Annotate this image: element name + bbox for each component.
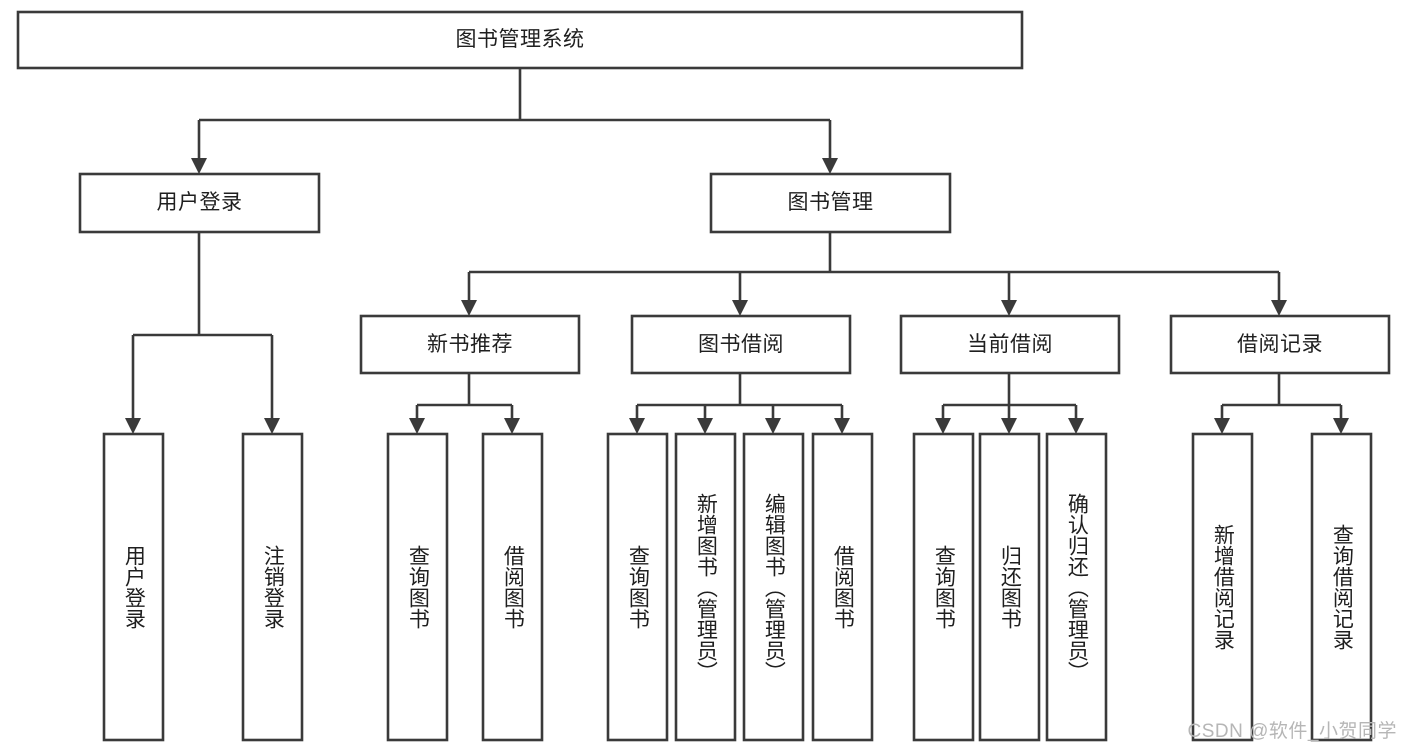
node-new-book-recommend[interactable] bbox=[359, 314, 581, 375]
node-leaf-user-login[interactable] bbox=[102, 432, 165, 742]
node-leaf-logout[interactable] bbox=[241, 432, 304, 742]
arrow-head-book-management bbox=[822, 158, 838, 174]
node-leaf-query-book-3[interactable] bbox=[912, 432, 975, 742]
arrow-head-book-borrow bbox=[732, 300, 748, 316]
node-leaf-edit-book[interactable] bbox=[742, 432, 805, 742]
node-leaf-add-book[interactable] bbox=[674, 432, 737, 742]
node-root-system[interactable] bbox=[16, 10, 1024, 70]
node-leaf-query-book-2[interactable] bbox=[606, 432, 669, 742]
node-leaf-query-book-1[interactable] bbox=[386, 432, 449, 742]
arrow-head-edit-book bbox=[765, 418, 781, 434]
node-leaf-borrow-book-2[interactable] bbox=[811, 432, 874, 742]
node-leaf-query-record[interactable] bbox=[1310, 432, 1373, 742]
arrow-head-leaf-user-login bbox=[125, 418, 141, 434]
node-leaf-confirm-return[interactable] bbox=[1045, 432, 1108, 742]
arrow-head-user-login bbox=[191, 158, 207, 174]
node-book-management[interactable] bbox=[709, 172, 952, 234]
arrow-head-confirm-return bbox=[1068, 418, 1084, 434]
node-leaf-borrow-book-1[interactable] bbox=[481, 432, 544, 742]
arrow-head-query-book-1 bbox=[409, 418, 425, 434]
arrow-head-return-book bbox=[1001, 418, 1017, 434]
arrow-head-leaf-logout bbox=[264, 418, 280, 434]
node-user-login[interactable] bbox=[78, 172, 321, 234]
arrow-head-new-book-recommend bbox=[461, 300, 477, 316]
node-book-borrow[interactable] bbox=[630, 314, 852, 375]
node-leaf-return-book[interactable] bbox=[978, 432, 1041, 742]
node-current-borrow[interactable] bbox=[899, 314, 1121, 375]
arrow-head-query-record bbox=[1333, 418, 1349, 434]
node-borrow-record[interactable] bbox=[1169, 314, 1391, 375]
arrow-head-current-borrow bbox=[1001, 300, 1017, 316]
node-leaf-add-record[interactable] bbox=[1191, 432, 1254, 742]
arrow-head-query-book-2 bbox=[629, 418, 645, 434]
arrow-head-add-book bbox=[697, 418, 713, 434]
arrow-head-borrow-book-1 bbox=[504, 418, 520, 434]
arrow-head-borrow-book-2 bbox=[834, 418, 850, 434]
arrow-head-add-record bbox=[1214, 418, 1230, 434]
arrow-head-borrow-record bbox=[1271, 300, 1287, 316]
arrow-head-query-book-3 bbox=[935, 418, 951, 434]
